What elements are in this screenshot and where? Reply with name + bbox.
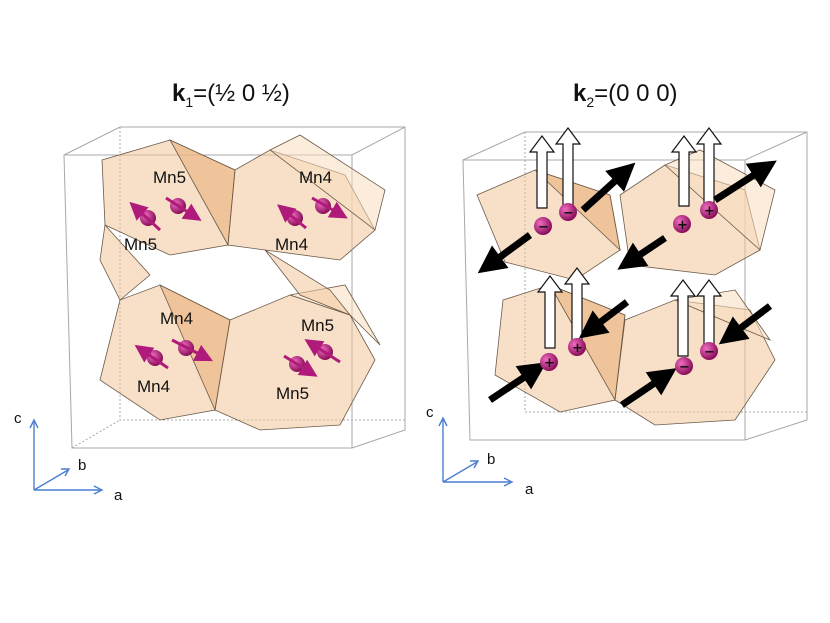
black-arrows-k2 xyxy=(477,160,777,408)
label-mn5-mid: Mn5 xyxy=(124,235,157,254)
axes-k2 xyxy=(438,416,514,487)
structure-k1: Mn5 Mn4 Mn5 Mn4 Mn4 Mn5 Mn4 Mn5 c b a xyxy=(14,126,406,504)
axis-label-c: c xyxy=(14,410,22,427)
panel-k2: k2=(0 0 0) xyxy=(415,0,830,623)
label-mn4-mid: Mn4 xyxy=(275,235,308,254)
label-mn5-lower: Mn5 xyxy=(301,316,334,335)
label-mn5-bottom: Mn5 xyxy=(276,384,309,403)
title-k1-k: k xyxy=(172,80,186,107)
axis-label-c-right: c xyxy=(426,404,434,421)
axis-label-b: b xyxy=(78,457,86,474)
sign-8: − xyxy=(704,345,715,360)
label-mn5-top: Mn5 xyxy=(153,168,186,187)
axes-k1 xyxy=(29,418,104,495)
title-k2: k2=(0 0 0) xyxy=(573,80,678,110)
sign-2: − xyxy=(563,206,574,221)
axis-label-a: a xyxy=(114,487,123,504)
title-k1: k1=(½ 0 ½) xyxy=(172,80,290,110)
spin-arrows-k1 xyxy=(129,196,348,377)
axis-label-a-right: a xyxy=(525,481,534,498)
white-arrows-k2 xyxy=(528,127,723,357)
sign-3: + xyxy=(677,218,688,233)
title-k2-sub: 2 xyxy=(586,93,595,110)
sign-6: + xyxy=(572,341,583,356)
polyhedra-k1 xyxy=(99,134,386,431)
sign-1: − xyxy=(538,220,549,235)
structure-k2: − − + + + + − − c b a xyxy=(426,127,808,498)
title-k1-vector: =(½ 0 ½) xyxy=(193,80,290,107)
axis-label-b-right: b xyxy=(487,451,495,468)
title-k2-vector: =(0 0 0) xyxy=(594,80,678,107)
atoms-k2 xyxy=(534,201,718,375)
title-k1-sub: 1 xyxy=(185,93,194,110)
label-mn4-bottom: Mn4 xyxy=(137,377,170,396)
sign-5: + xyxy=(544,356,555,371)
label-mn4-lower: Mn4 xyxy=(160,309,193,328)
sign-7: − xyxy=(679,360,690,375)
title-k2-k: k xyxy=(573,80,587,107)
panel-k1: k1=(½ 0 ½) xyxy=(14,80,406,504)
sign-4: + xyxy=(704,204,715,219)
label-mn4-top: Mn4 xyxy=(299,168,332,187)
